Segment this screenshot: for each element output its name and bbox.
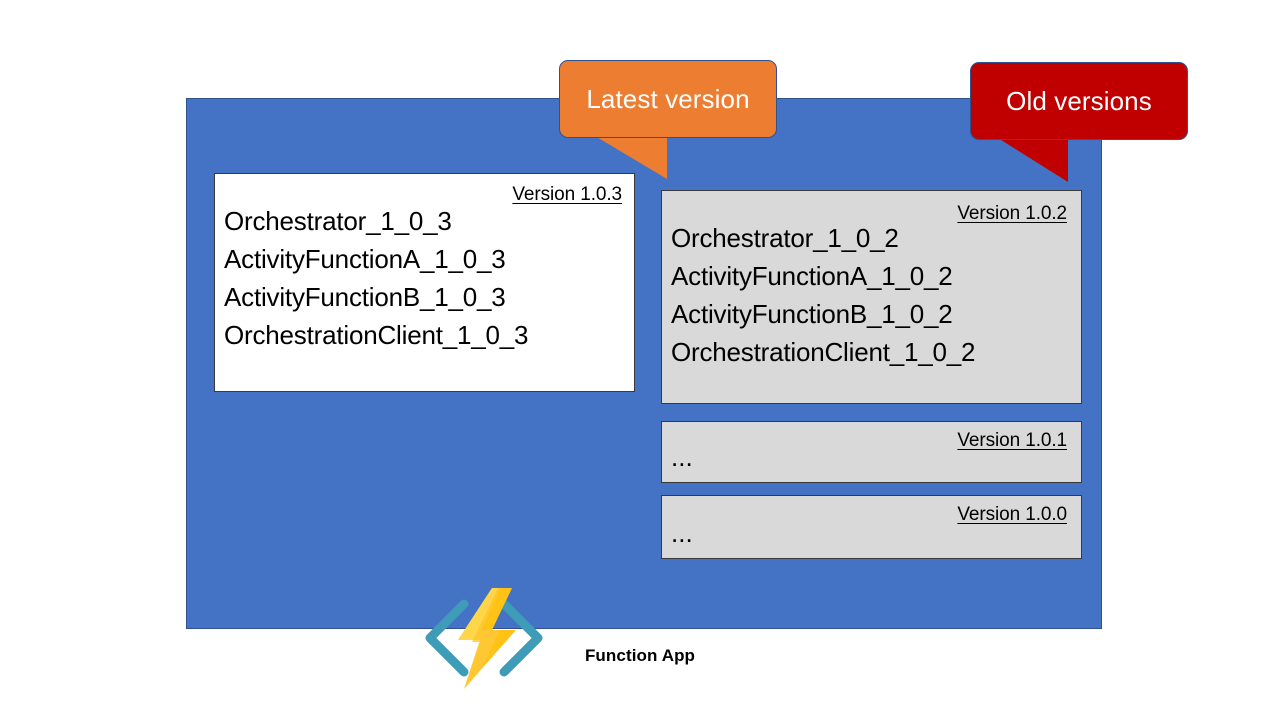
function-list-1-0-2: Orchestrator_1_0_2 ActivityFunctionA_1_0… xyxy=(671,219,1067,371)
callout-tail-icon xyxy=(589,136,667,179)
callout-body: Old versions xyxy=(970,62,1188,140)
function-list-item: ActivityFunctionB_1_0_2 xyxy=(671,298,953,329)
callout-tail-icon xyxy=(992,138,1068,182)
function-list-item: ActivityFunctionA_1_0_2 xyxy=(671,260,953,291)
version-label-1-0-0: Version 1.0.0 xyxy=(957,504,1067,525)
ellipsis-1-0-1: ... xyxy=(671,442,693,472)
version-label-row: Version 1.0.3 xyxy=(224,184,622,206)
callout-old-versions[interactable]: Old versions xyxy=(970,62,1190,187)
function-list-item: Orchestrator_1_0_3 xyxy=(224,205,452,236)
version-label-row: Version 1.0.2 xyxy=(671,203,1067,225)
function-app-caption: Function App xyxy=(584,646,696,665)
version-label-row: Version 1.0.1 xyxy=(957,430,1067,452)
card-inner-row: Version 1.0.0 ... xyxy=(671,504,1067,552)
function-app-container: Version 1.0.3 Orchestrator_1_0_3 Activit… xyxy=(186,98,1102,689)
callout-label-old: Old versions xyxy=(1006,85,1152,116)
version-card-1-0-0[interactable]: Version 1.0.0 ... xyxy=(661,495,1082,559)
function-list-item: ActivityFunctionB_1_0_3 xyxy=(224,281,506,312)
function-list-item: OrchestrationClient_1_0_3 xyxy=(224,319,529,350)
function-list-item: Orchestrator_1_0_2 xyxy=(671,222,899,253)
version-label-1-0-3: Version 1.0.3 xyxy=(512,184,622,205)
callout-body: Latest version xyxy=(559,60,777,138)
function-list-item: OrchestrationClient_1_0_2 xyxy=(671,336,976,367)
card-inner-row: Version 1.0.1 ... xyxy=(671,430,1067,476)
ellipsis-1-0-0: ... xyxy=(671,518,693,548)
function-list-1-0-3: Orchestrator_1_0_3 ActivityFunctionA_1_0… xyxy=(224,202,622,354)
version-card-1-0-2[interactable]: Version 1.0.2 Orchestrator_1_0_2 Activit… xyxy=(661,190,1082,404)
function-list-item: ActivityFunctionA_1_0_3 xyxy=(224,243,506,274)
callout-label-latest: Latest version xyxy=(586,83,750,114)
version-label-1-0-2: Version 1.0.2 xyxy=(957,203,1067,224)
callout-latest-version[interactable]: Latest version xyxy=(559,60,779,185)
version-label-row: Version 1.0.0 xyxy=(957,504,1067,526)
version-card-1-0-1[interactable]: Version 1.0.1 ... xyxy=(661,421,1082,483)
azure-functions-logo-icon xyxy=(420,586,548,691)
version-card-latest[interactable]: Version 1.0.3 Orchestrator_1_0_3 Activit… xyxy=(214,173,635,392)
version-label-1-0-1: Version 1.0.1 xyxy=(957,430,1067,451)
